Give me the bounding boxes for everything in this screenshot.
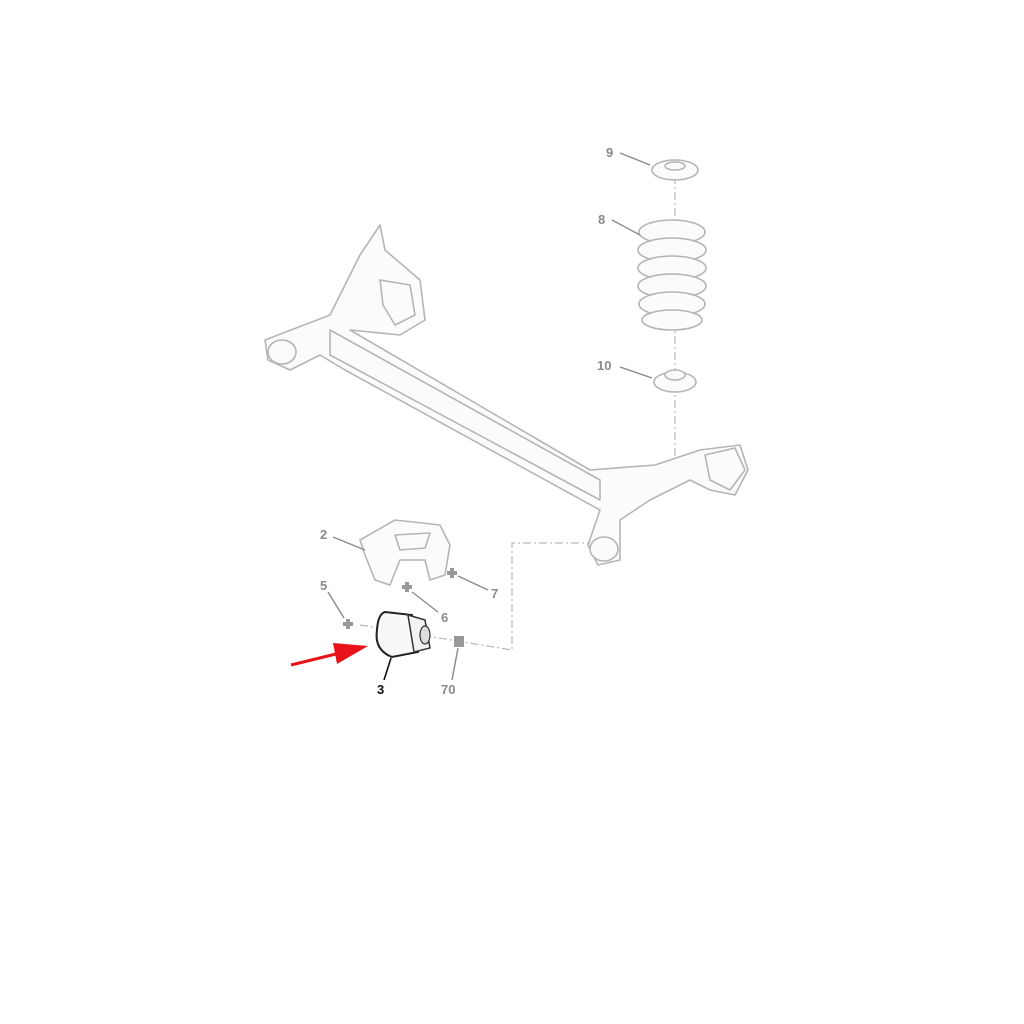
callout-6: 6 [441,610,448,625]
leader-70 [451,647,459,681]
callout-7: 7 [491,586,498,601]
leader-6 [411,591,439,613]
rear-axle-beam [264,224,749,566]
part-10-spring-lower-seat [653,369,697,393]
part-8-coil-spring [637,219,707,331]
callout-8: 8 [598,212,605,227]
part-6-bolt [402,582,412,592]
leader-7 [457,575,489,591]
leader-10 [619,366,653,379]
leader-9 [619,152,651,166]
bushing-axis-line [359,542,590,651]
leader-3 [383,657,392,681]
callout-5: 5 [320,578,327,593]
part-9-spring-upper-seat [651,159,699,181]
callout-10: 10 [597,358,611,373]
leader-8 [611,219,641,236]
part-70-nut [454,636,464,647]
highlight-arrow-icon [290,643,368,667]
part-5-bolt [343,619,353,629]
part-2-mounting-bracket [359,519,451,586]
part-7-bolt [447,568,457,578]
leader-5 [327,591,345,619]
callout-3: 3 [377,682,384,697]
callout-9: 9 [606,145,613,160]
part-3-axle-bushing [375,610,431,659]
leader-2 [332,536,366,551]
callout-70: 70 [441,682,455,697]
callout-2: 2 [320,527,327,542]
